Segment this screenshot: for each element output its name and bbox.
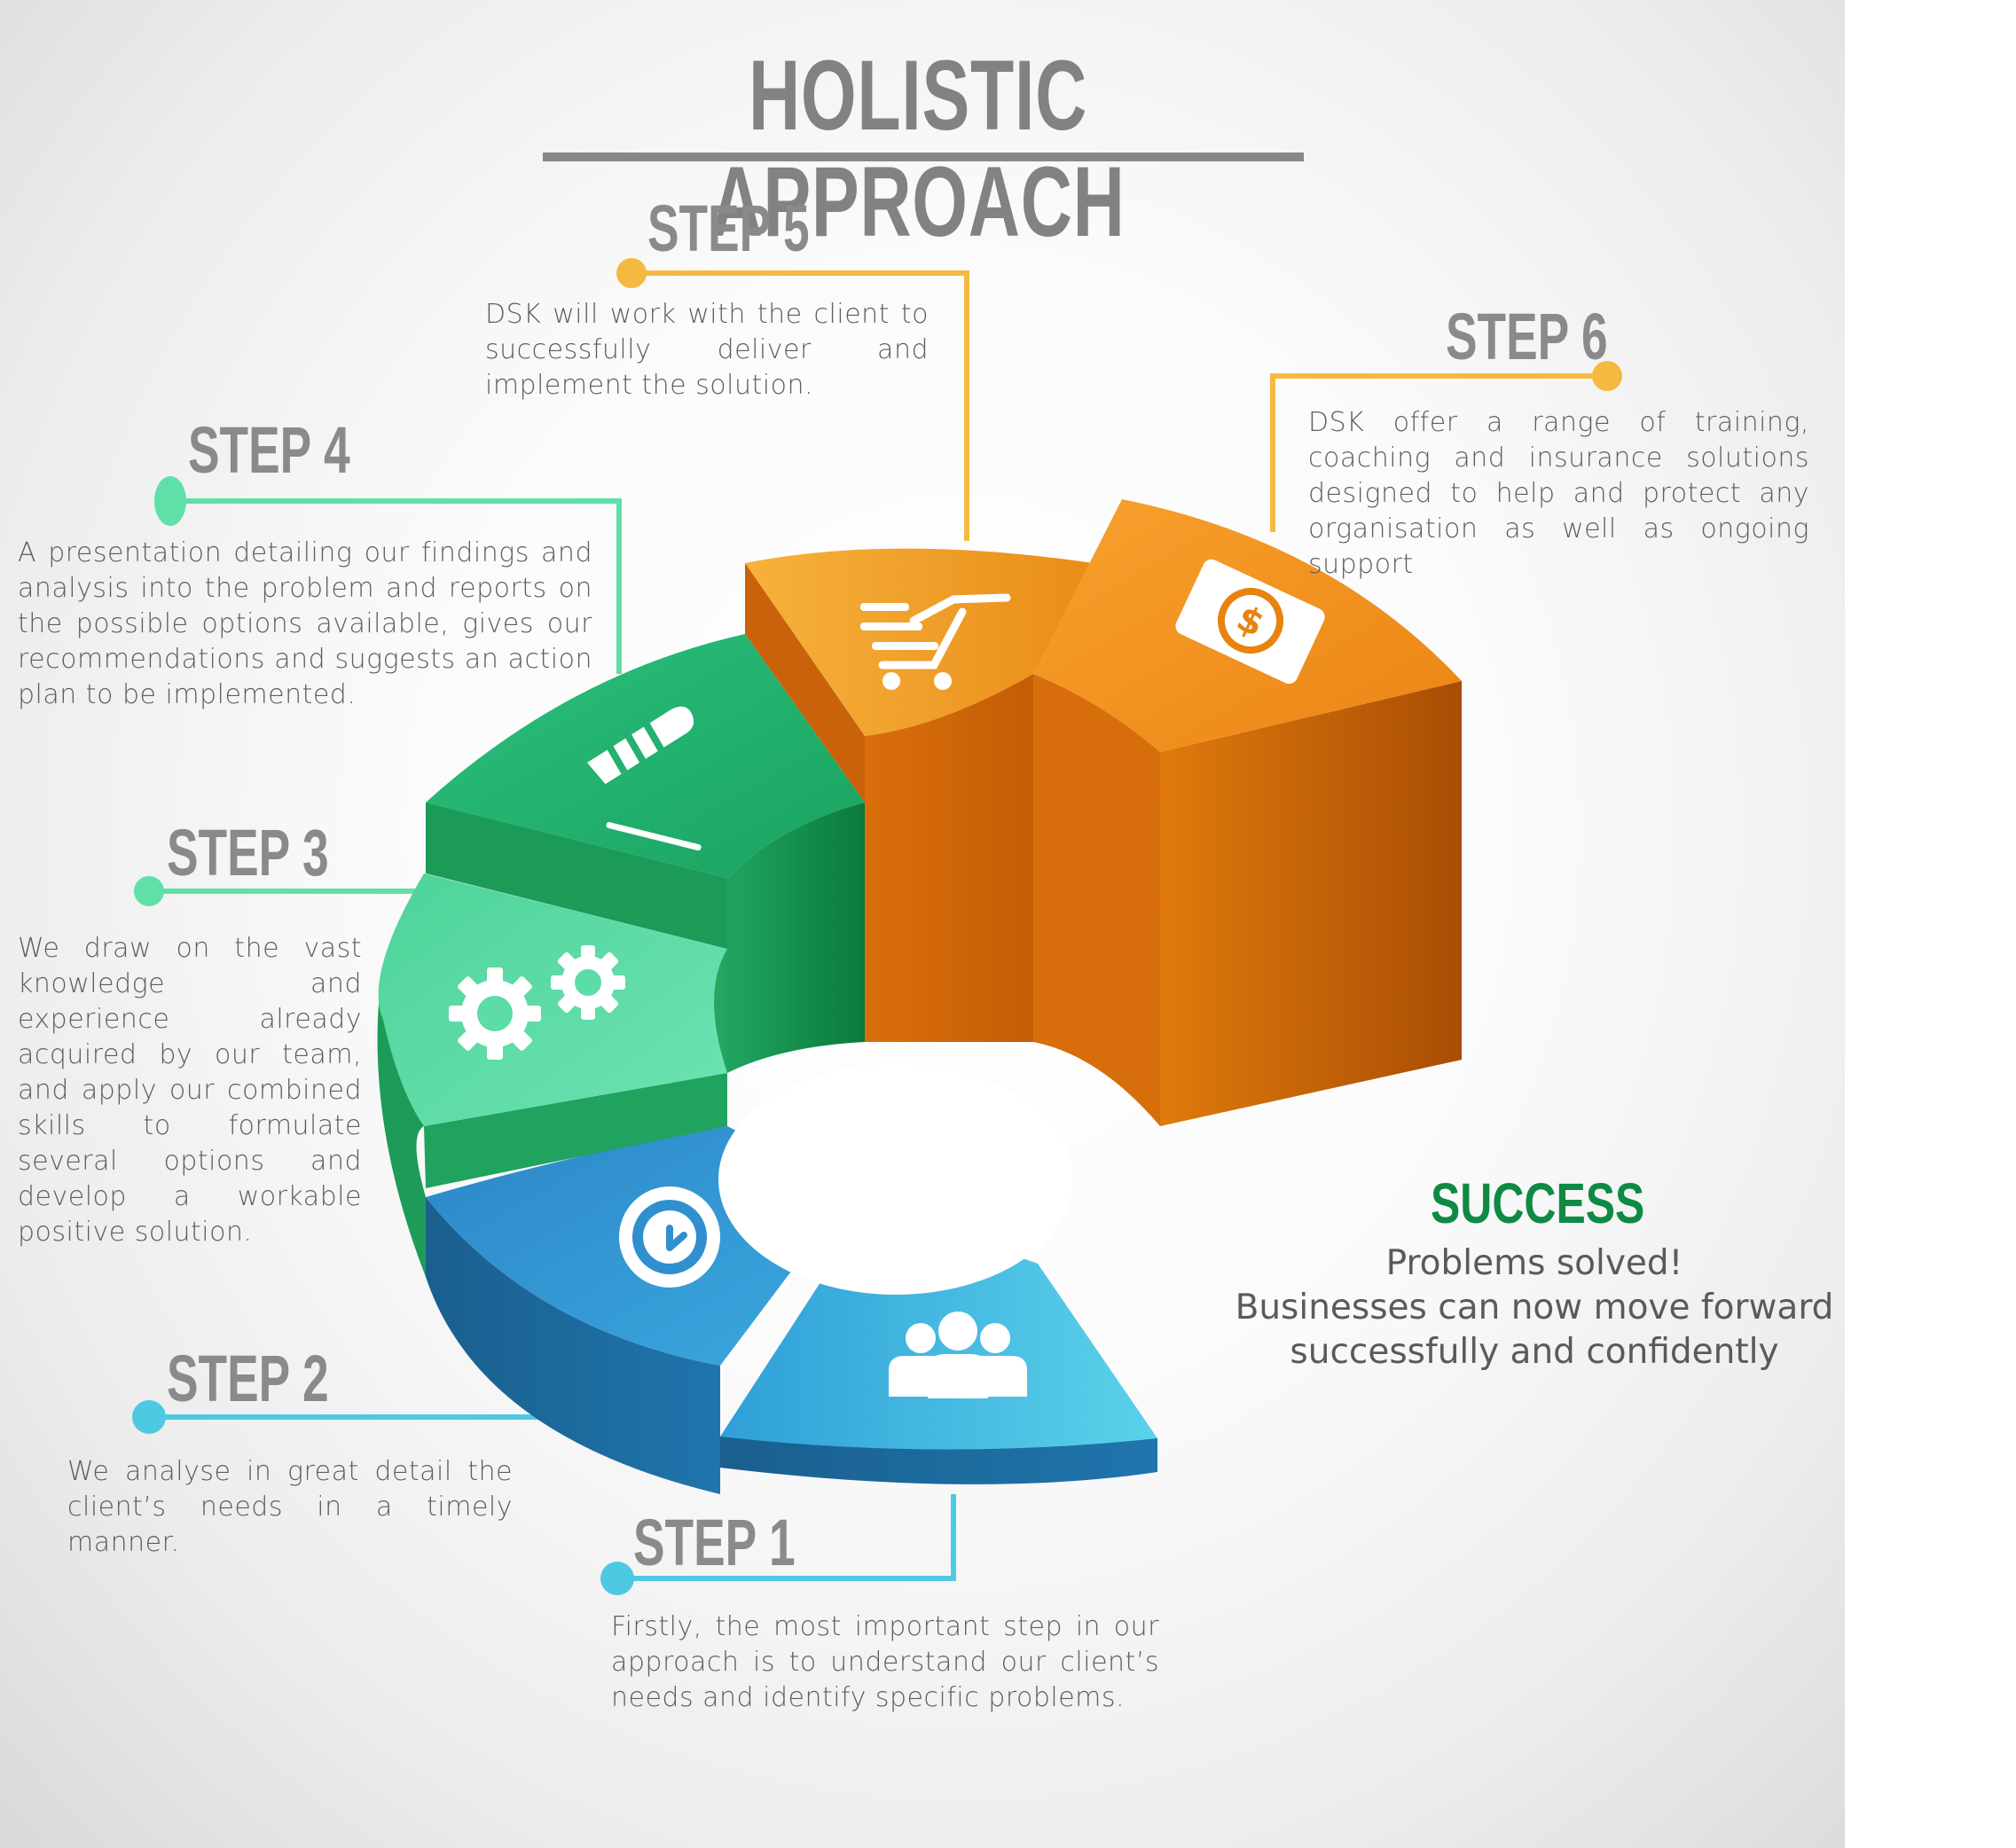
segment-step3 <box>377 873 727 1277</box>
success-heading: SUCCESS <box>1431 1171 1645 1235</box>
connector-step3 <box>134 876 426 906</box>
connector-step2 <box>132 1400 577 1434</box>
success-line-2: Businesses can now move forward <box>1235 1288 1834 1327</box>
connector-step6 <box>1270 361 1622 532</box>
infographic-canvas: HOLISTIC APPROACH <box>0 0 1845 1848</box>
success-line-1: Problems solved! <box>1385 1243 1683 1283</box>
connector-step5 <box>616 258 969 541</box>
step2-description: We analyse in great detail the client’s … <box>67 1456 513 1558</box>
step1-description: Firstly, the most important step in our … <box>611 1611 1159 1713</box>
segment-step1 <box>720 1241 1157 1484</box>
dollar-bill-icon: $ <box>1175 559 1325 685</box>
step4-description: A presentation detailing our findings an… <box>18 537 592 710</box>
holistic-diagram: $ <box>132 258 1622 1595</box>
step2-label: STEP 2 <box>167 1342 329 1415</box>
success-line-3: successfully and confidently <box>1290 1332 1779 1372</box>
step5-description: DSK will work with the client to success… <box>485 299 929 401</box>
step4-label: STEP 4 <box>188 413 350 487</box>
right-margin <box>1845 0 2016 1848</box>
pencil-icon <box>587 706 702 851</box>
gears-icon <box>449 945 625 1060</box>
title-underline <box>543 153 1304 161</box>
step1-label: STEP 1 <box>633 1506 796 1579</box>
segment-step5 <box>745 548 1122 1042</box>
step6-description: DSK offer a range of training, coaching … <box>1308 407 1809 580</box>
donut-hole <box>718 1064 1073 1295</box>
step6-label: STEP 6 <box>1446 300 1608 373</box>
page-title: HOLISTIC APPROACH <box>710 40 1126 257</box>
step3-label: STEP 3 <box>167 816 329 889</box>
step3-description: We draw on the vast knowledge and experi… <box>18 933 362 1248</box>
connector-step4 <box>154 476 622 674</box>
step5-label: STEP 5 <box>647 192 810 265</box>
team-icon <box>889 1312 1027 1398</box>
connector-step1 <box>600 1494 956 1595</box>
cart-icon <box>860 593 1011 690</box>
clock-icon <box>619 1186 720 1288</box>
